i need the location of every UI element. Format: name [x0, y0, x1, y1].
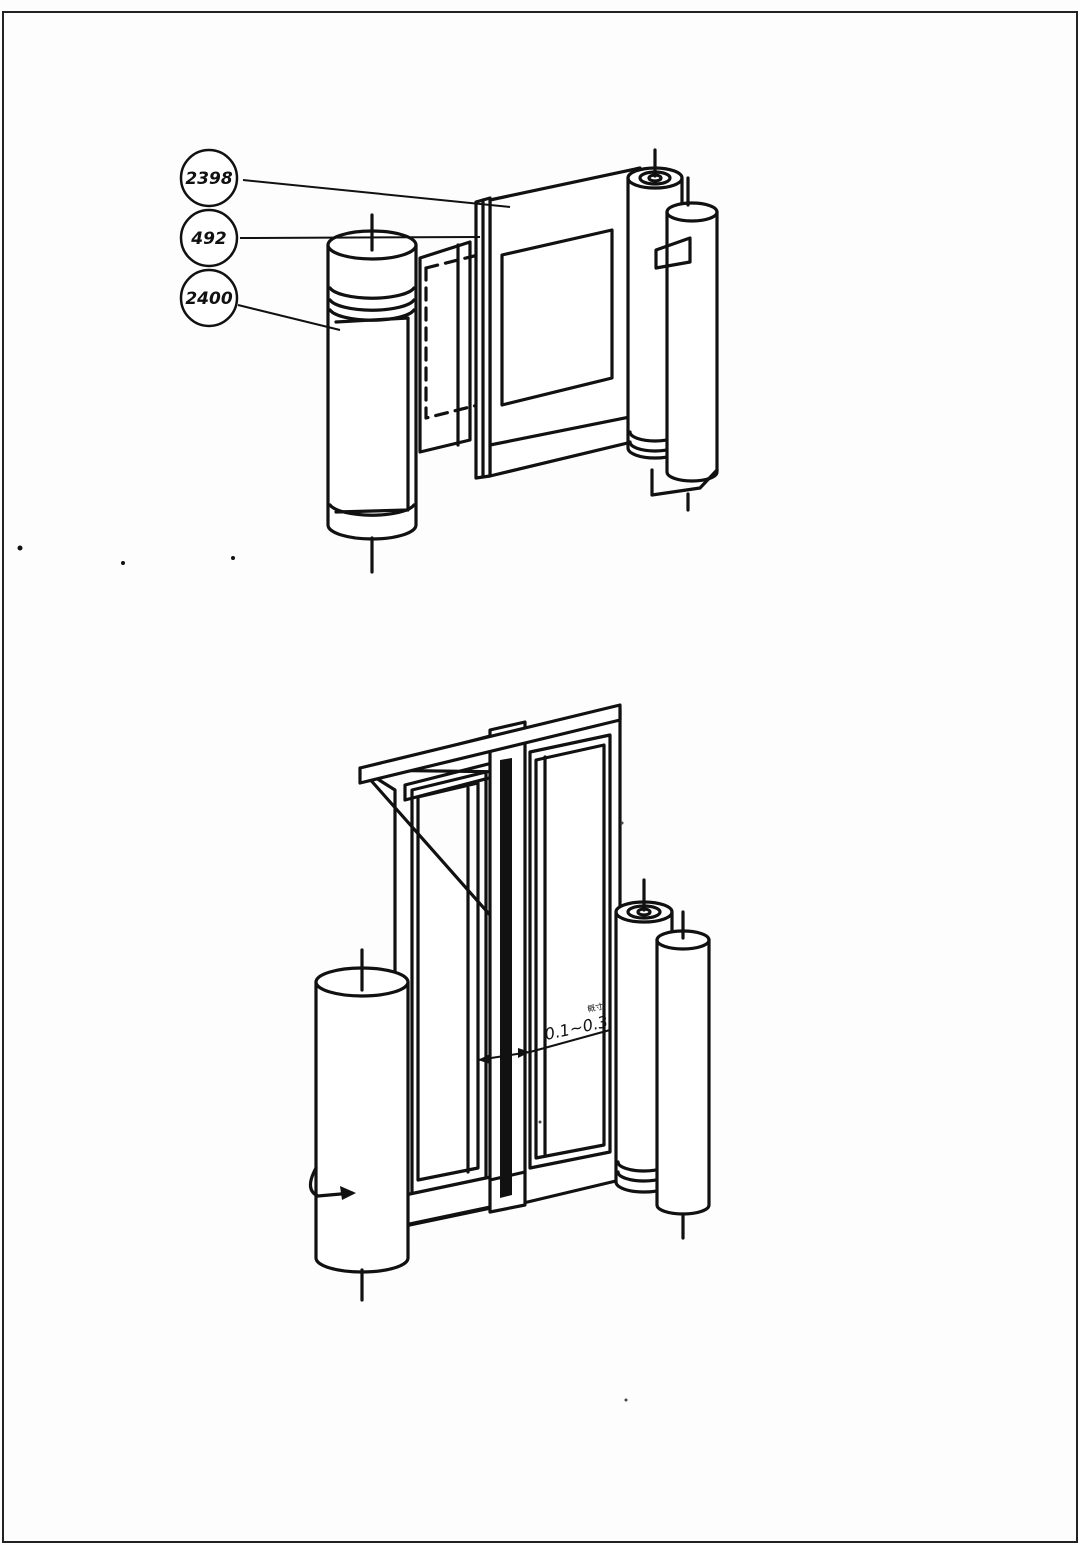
- scan-dot: [538, 1120, 542, 1124]
- right-frame-bottom: [513, 708, 622, 1207]
- leader-2398: [242, 179, 511, 208]
- callout-label-2398: 2398: [185, 169, 232, 189]
- dimension-tag: 概寸: [586, 1001, 604, 1014]
- scan-dot: [624, 1398, 628, 1402]
- callout-label-2400: 2400: [185, 289, 232, 309]
- scan-dot: [231, 556, 235, 560]
- right-roller-bottom-front: [655, 910, 711, 1240]
- callout-2400: 2400: [179, 268, 239, 328]
- callout-492: 492: [179, 208, 239, 268]
- leader-2400: [237, 304, 341, 331]
- divider-strip-bottom: [488, 720, 527, 1214]
- figure-bottom: 0.1~0.3 概寸: [308, 703, 711, 1302]
- vertical-rail-top: [474, 196, 492, 480]
- sheet-frame-top: [488, 166, 642, 478]
- leader-492: [239, 236, 481, 239]
- page-border: [2, 11, 1078, 1543]
- figure-top: 2398 492 2400: [179, 148, 719, 574]
- scan-dot: [17, 545, 23, 551]
- left-panel-top: [418, 240, 492, 454]
- top-bar-bottom: [358, 703, 622, 785]
- right-roller-top-front: [650, 176, 719, 512]
- callout-label-492: 492: [190, 229, 227, 249]
- scan-dot: [121, 561, 125, 565]
- scan-dot: [620, 821, 624, 825]
- left-roller-bottom: [308, 948, 410, 1302]
- left-roller-top: [326, 213, 418, 574]
- callout-2398: 2398: [179, 148, 239, 208]
